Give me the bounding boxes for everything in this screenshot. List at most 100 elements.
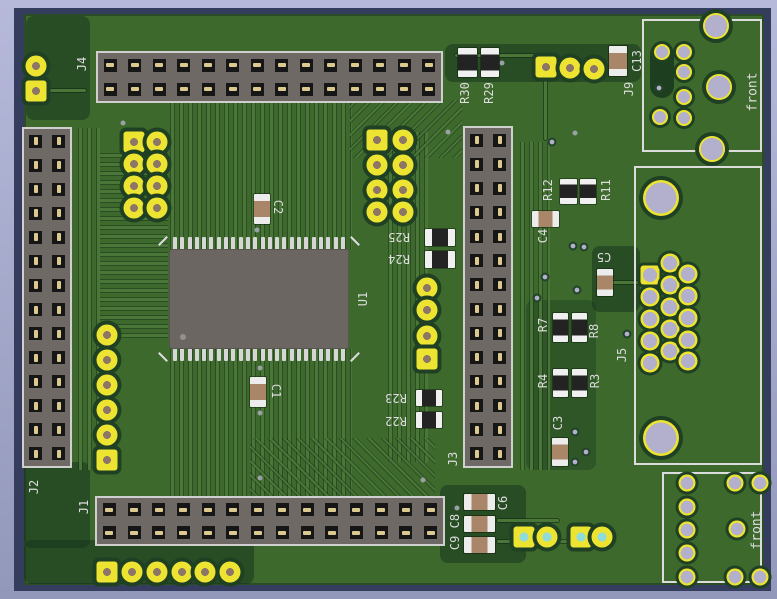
pad — [559, 57, 581, 79]
silkscreen-label-r24: R24 — [388, 252, 410, 266]
header-pin — [52, 134, 65, 148]
header-pin — [493, 133, 506, 147]
header-pin — [493, 230, 506, 244]
resistor-r24 — [425, 251, 455, 268]
header-pin — [493, 423, 506, 437]
pad — [123, 175, 145, 197]
ic-pin — [282, 237, 287, 250]
pad — [678, 351, 698, 371]
ic-pin — [297, 237, 302, 250]
pad — [678, 330, 698, 350]
silkscreen-label-r29: R29 — [482, 82, 496, 104]
pad — [96, 349, 118, 371]
silkscreen-label-r8: R8 — [587, 323, 601, 339]
resistor-r22 — [416, 412, 442, 428]
header-pin — [29, 134, 42, 148]
header-pin — [493, 157, 506, 171]
ic-pin — [267, 237, 272, 250]
header-pin — [349, 526, 363, 539]
silkscreen-label-c1: C1 — [269, 383, 283, 399]
pad — [219, 561, 241, 583]
header-pin — [470, 254, 483, 268]
pad — [654, 44, 670, 60]
pad — [678, 264, 698, 284]
ic-pin — [260, 348, 265, 361]
header-pin — [250, 58, 264, 72]
ic-pin — [231, 348, 236, 361]
ic-pin — [245, 348, 250, 361]
header-pin — [424, 503, 438, 516]
ic-pin — [187, 237, 192, 250]
header-pin — [52, 230, 65, 244]
pad — [25, 55, 47, 77]
via — [570, 427, 580, 437]
mounting-hole — [643, 420, 679, 456]
header-pin — [493, 278, 506, 292]
ic-pin — [173, 348, 177, 361]
ic-pin — [231, 237, 236, 250]
header-pin — [275, 82, 289, 96]
trace — [556, 65, 606, 68]
header-pin — [373, 82, 387, 96]
capacitor-c3 — [552, 438, 568, 466]
header-pin — [29, 158, 42, 172]
header-pin — [52, 254, 65, 268]
silkscreen-label-c4: C4 — [536, 228, 550, 244]
header-pin — [29, 423, 42, 437]
header-pin — [493, 350, 506, 364]
header-pin — [422, 58, 436, 72]
header-pin — [226, 503, 240, 516]
header-pin — [493, 447, 506, 461]
ic-pin — [202, 348, 207, 361]
drill-dot — [257, 365, 263, 371]
header-pin — [374, 526, 388, 539]
pad — [392, 179, 414, 201]
header-pin — [493, 374, 506, 388]
trace — [544, 78, 547, 140]
silkscreen-label-front-bottom: front — [749, 510, 765, 550]
pad — [366, 129, 388, 151]
capacitor-c1 — [250, 377, 266, 407]
copper-pour-region — [24, 462, 90, 548]
pad — [416, 325, 438, 347]
header-pin — [52, 303, 65, 317]
ic-pin — [238, 237, 243, 250]
pad — [392, 201, 414, 223]
pad — [591, 526, 613, 548]
header-pin — [103, 58, 117, 72]
header-pin — [52, 206, 65, 220]
silkscreen-label-j2: J2 — [27, 479, 41, 495]
pad — [121, 561, 143, 583]
ic-pin — [253, 348, 258, 361]
trace — [497, 519, 559, 522]
ic-pin — [224, 237, 229, 250]
drill-dot — [499, 60, 505, 66]
header-pin — [152, 503, 166, 516]
header-pin — [152, 82, 166, 96]
drill-dot — [257, 410, 263, 416]
header-pin — [29, 254, 42, 268]
header-pin — [300, 526, 314, 539]
ic-pin — [275, 348, 280, 361]
connector-j1 — [95, 496, 445, 546]
capacitor-c6 — [464, 494, 495, 510]
silkscreen-label-c6: C6 — [496, 495, 510, 511]
header-pin — [470, 278, 483, 292]
header-pin — [251, 526, 265, 539]
header-pin — [226, 82, 240, 96]
pad — [123, 131, 145, 153]
header-pin — [29, 375, 42, 389]
header-pin — [201, 503, 215, 516]
via — [532, 293, 542, 303]
pad — [96, 399, 118, 421]
pad — [416, 348, 438, 370]
pad — [416, 277, 438, 299]
header-pin — [493, 326, 506, 340]
pad — [416, 299, 438, 321]
header-pin — [251, 503, 265, 516]
capacitor-c5 — [597, 269, 613, 296]
ic-pin — [282, 348, 287, 361]
header-pin — [201, 526, 215, 539]
pad — [678, 544, 696, 562]
